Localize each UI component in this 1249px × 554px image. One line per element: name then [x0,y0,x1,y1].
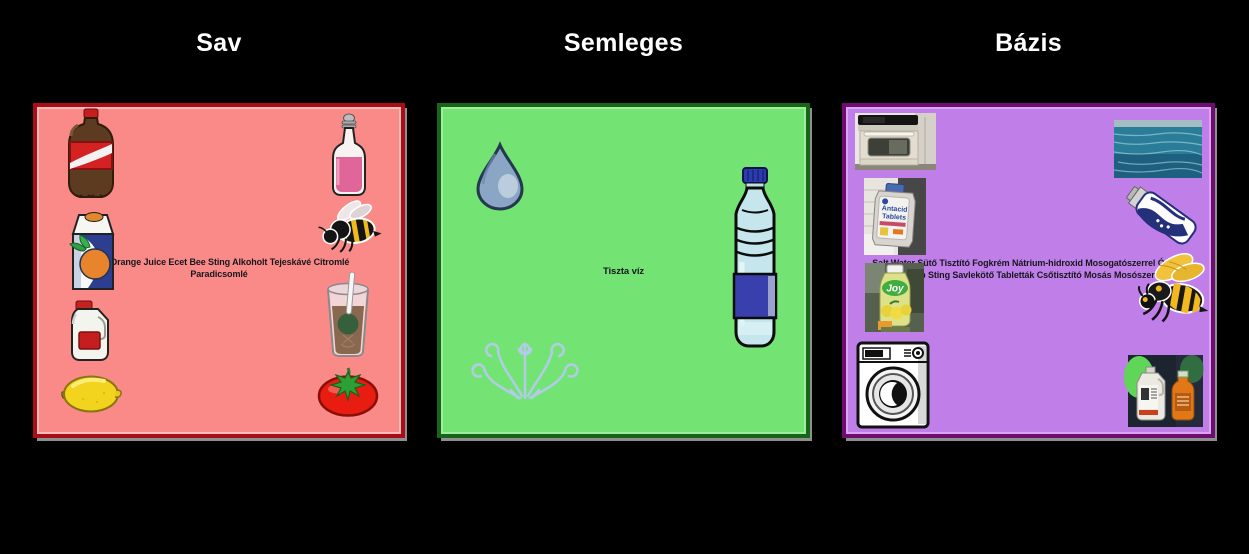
neutral-panel: Tiszta víz [437,103,810,438]
wasp-icon [1137,253,1209,323]
acid-label-line: Cola Orange Juice Ecet Bee Sting Alkohol… [88,257,350,267]
svg-text:Antacid: Antacid [882,205,908,214]
neutral-column-title: Semleges [563,29,684,57]
water-bottle-icon [732,167,778,348]
base-panel: Salt Water Sütő Tisztító Fogkrém Nátrium… [842,103,1215,438]
drain-cleaner-photo [1124,355,1204,427]
fountain-icon [471,342,579,400]
neutral-label-line: Tiszta víz [602,266,645,277]
acid-label-line: Paradicsomlé [190,268,248,279]
washing-machine-icon [856,341,930,429]
acid-column-title: Sav [196,29,242,57]
dish-soap-photo: Joy [865,263,924,332]
cola-bottle-icon [68,108,114,198]
orange-juice-carton-icon [69,212,115,290]
milk-jug-icon [71,300,109,361]
base-column-title: Bázis [995,29,1062,57]
antacid-tablets-photo: Antacid Tablets [864,178,926,255]
acid-panel: Cola Orange Juice Ecet Bee Sting Alkohol… [33,103,405,438]
neutral-panel-label: Tiszta víz [441,266,806,278]
vinegar-bottle-icon [332,113,366,196]
acid-panel-label: Cola Orange Juice Ecet Bee Sting Alkohol… [37,257,401,280]
tomato-icon [317,367,379,417]
svg-text:Joy: Joy [886,284,904,295]
oven-photo [855,113,936,170]
base-panel-label: Salt Water Sütő Tisztító Fogkrém Nátrium… [846,258,1211,281]
iced-coffee-icon [327,271,369,357]
ocean-photo [1113,120,1203,178]
bee-icon [318,200,382,253]
base-label-line: Wasp Sting Savlekötő Tabletták Csőtisztí… [902,269,1155,280]
water-drop-icon [476,141,524,211]
lemon-icon [61,375,122,413]
svg-text:Tablets: Tablets [882,213,907,222]
base-label-line: Salt Water Sütő Tisztító Fogkrém Nátrium… [872,258,1185,268]
toothpaste-icon [1126,186,1197,245]
